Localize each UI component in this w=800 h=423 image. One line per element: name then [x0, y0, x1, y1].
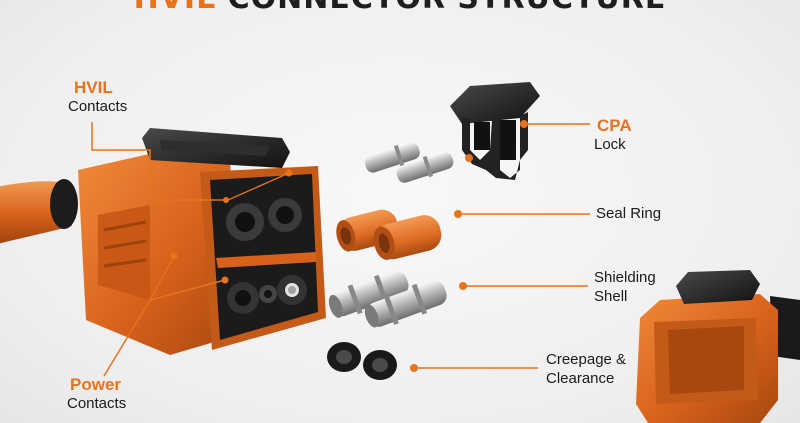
label-cpa-secondary: Lock — [594, 136, 626, 153]
label-shielding-line2: Shell — [594, 288, 628, 305]
callout-lines — [91, 120, 590, 377]
label-hvil-contacts: HVIL Contacts — [68, 78, 127, 116]
label-power-primary: Power — [70, 375, 122, 394]
label-creepage-clearance: Creepage & Clearance — [546, 350, 626, 388]
label-cpa-lock: CPA Lock — [594, 116, 632, 154]
hvil-pins — [364, 142, 454, 183]
label-creepage-line2: Clearance — [546, 370, 615, 387]
label-shielding-shell: Shielding Shell — [594, 268, 656, 306]
label-shielding-line1: Shielding — [594, 269, 656, 286]
label-hvil-secondary: Contacts — [68, 98, 128, 115]
housing-ribs — [98, 205, 150, 300]
label-creepage-line1: Creepage & — [546, 351, 627, 368]
mating-connector — [636, 270, 800, 423]
label-hvil-primary: HVIL — [74, 78, 113, 97]
label-power-secondary: Contacts — [67, 395, 127, 412]
label-cpa-primary: CPA — [597, 116, 632, 135]
seal-rings — [336, 209, 442, 260]
title-accent: HVIL — [134, 0, 217, 16]
main-connector — [0, 128, 326, 355]
shielding-shells — [328, 271, 447, 328]
label-seal-ring: Seal Ring — [596, 205, 662, 222]
cable-boot — [50, 179, 78, 229]
cpa-lock-part — [450, 82, 540, 180]
title-rest: CONNECTOR STRUCTURE — [228, 0, 667, 16]
page-title: HVIL CONNECTOR STRUCTURE — [0, 0, 800, 16]
creepage-grommets — [327, 342, 397, 380]
label-power-contacts: Power Contacts — [67, 375, 127, 413]
housing-body — [78, 152, 238, 355]
